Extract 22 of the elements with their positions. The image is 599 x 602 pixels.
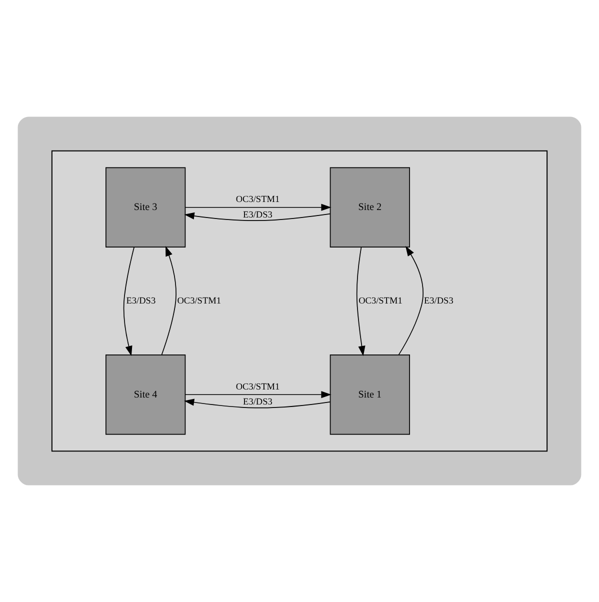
edge-label: E3/DS3 <box>243 210 272 220</box>
edge-label: E3/DS3 <box>424 296 454 306</box>
edge-label: OC3/STM1 <box>236 195 280 206</box>
edge-label: E3/DS3 <box>126 296 156 306</box>
node-box: Site 2 <box>330 167 410 248</box>
edge-label: OC3/STM1 <box>177 296 222 306</box>
arrow <box>185 391 332 398</box>
node-box: Site 4 <box>106 354 186 435</box>
node-box: Site 1 <box>330 354 410 435</box>
arrow <box>184 398 330 408</box>
arrow <box>398 246 424 356</box>
edge-label: OC3/STM1 <box>358 296 402 306</box>
edge-label: OC3/STM1 <box>236 382 280 392</box>
arrow <box>123 246 135 356</box>
edge-label: E3/DS3 <box>243 398 272 408</box>
node-box: Site 3 <box>106 167 186 248</box>
arrow <box>161 246 176 356</box>
cluster <box>18 116 582 486</box>
arrow <box>356 246 366 356</box>
arrow <box>185 204 332 211</box>
arrow <box>184 212 331 221</box>
cluster <box>51 150 548 452</box>
